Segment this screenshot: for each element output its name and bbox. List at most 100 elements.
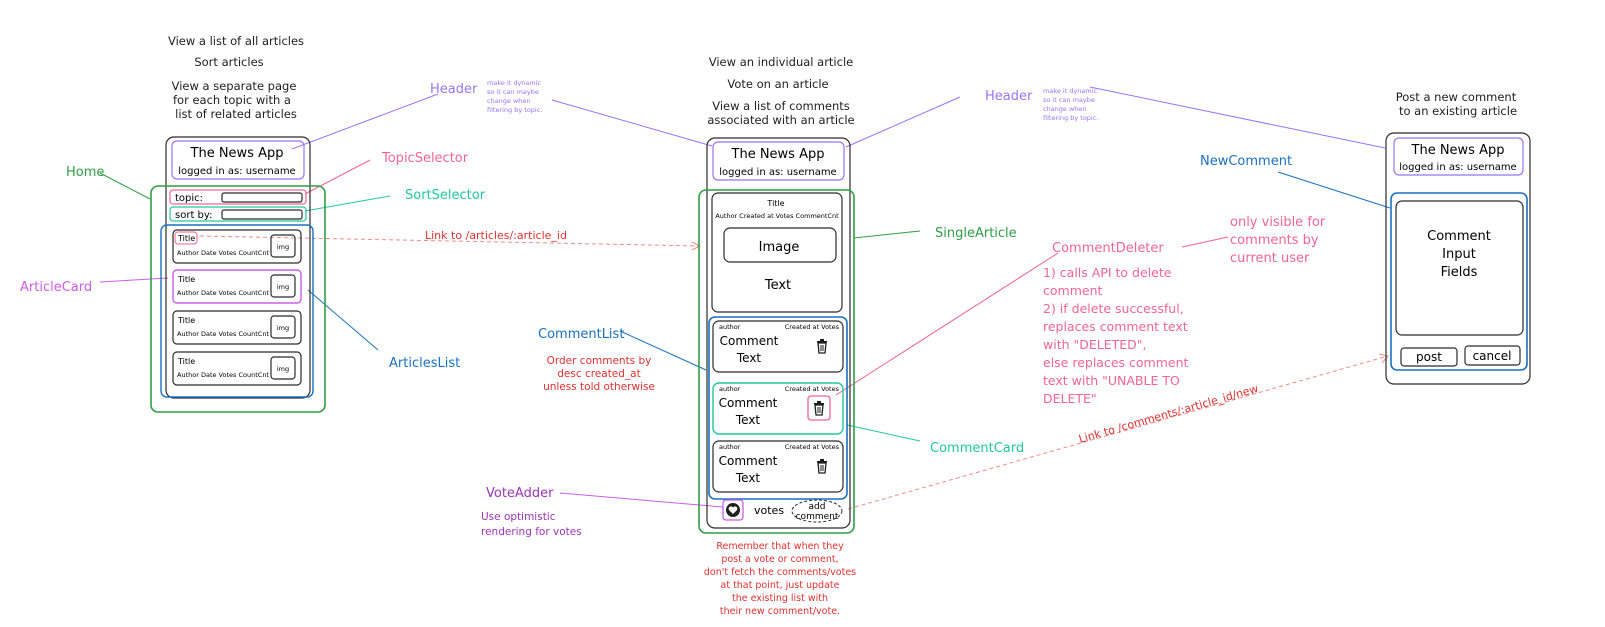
article-card-meta: Author Date Votes CountCnt (177, 330, 269, 338)
single-article-connector (853, 230, 921, 239)
single-article-text: Text (764, 278, 791, 293)
article-card-title: Title (177, 275, 195, 284)
remember-note-line: the existing list with (732, 593, 828, 604)
trash-icon[interactable] (814, 401, 824, 416)
sort-selector-box[interactable] (169, 206, 307, 222)
remember-note: Remember that when they post a vote or c… (704, 541, 856, 617)
new-comment-header-title: The News App (1411, 143, 1505, 158)
article-card-frame[interactable] (172, 229, 302, 264)
comment-card-line-2: Text (736, 351, 762, 365)
comment-deleter-note-line: text with "UNABLE TO (1043, 373, 1180, 388)
comment-deleter-note-line: else replaces comment (1043, 355, 1188, 370)
article-note-4: associated with an article (707, 113, 854, 127)
comment-list-box (708, 316, 848, 500)
comment-card-author: author (719, 323, 741, 331)
article-note-3: View a list of comments (712, 99, 850, 113)
home-phone: The News App logged in as: username topi… (150, 136, 326, 413)
article-card-title: Title (177, 357, 195, 366)
article-card-frame[interactable] (172, 310, 302, 345)
cancel-button-label: cancel (1473, 349, 1512, 363)
home-note-4: for each topic with a (173, 93, 291, 107)
article-card-img-label: img (277, 283, 289, 291)
article-card-img (270, 356, 296, 380)
only-visible-note: only visible for comments by current use… (1230, 215, 1326, 266)
single-article-title: Title (766, 199, 784, 208)
label-single-article: SingleArticle (935, 226, 1017, 241)
article-card-meta: Author Date Votes CountCnt (177, 289, 269, 297)
header-2-connector-right (1089, 86, 1386, 149)
trash-icon[interactable] (817, 459, 827, 474)
header-2-note: make it dynamic so it can maybe change w… (1043, 87, 1098, 122)
connector-lines (99, 86, 1391, 510)
comment-list-note-line: desc created_at (557, 368, 641, 380)
article-notes: View an individual article Vote on an ar… (707, 55, 854, 127)
label-header-1: Header (430, 82, 478, 97)
comment-card-line-1: Comment (719, 454, 778, 468)
post-button-label: post (1416, 350, 1442, 364)
only-visible-note-line: current user (1230, 251, 1310, 266)
article-card[interactable]: Title Author Date Votes CountCnt img (172, 351, 302, 386)
home-note-1: View a list of all articles (168, 34, 304, 48)
topic-selector-connector (304, 159, 371, 195)
heart-icon[interactable] (728, 506, 738, 514)
label-article-card: ArticleCard (20, 280, 92, 295)
remember-note-line: Remember that when they (716, 541, 844, 552)
header-1-note-line: so it can maybe (487, 88, 539, 96)
single-article-meta: Author Created at Votes CommentCnt (715, 212, 839, 220)
article-card-img (270, 234, 296, 258)
sort-dropdown[interactable] (221, 209, 303, 220)
new-comment-phone-frame (1385, 132, 1531, 385)
article-card[interactable]: Title Author Date Votes CountCnt img (172, 269, 302, 304)
home-header-box (171, 140, 305, 180)
topic-selector-box[interactable] (169, 189, 307, 205)
link-comment-arrow (847, 355, 1389, 510)
article-card-frame[interactable] (172, 269, 302, 304)
label-new-comment: NewComment (1200, 154, 1292, 169)
link-comment-arrowhead (1378, 353, 1389, 364)
vote-adder-connector (559, 492, 724, 508)
article-card[interactable]: Title Author Date Votes CountCnt img (172, 310, 302, 345)
article-header-box (712, 141, 845, 181)
header-1-connector-right (551, 99, 713, 147)
only-visible-note-line: only visible for (1230, 215, 1326, 230)
cancel-button[interactable] (1464, 345, 1521, 366)
add-comment-button[interactable] (791, 499, 843, 523)
label-sort-selector: SortSelector (405, 188, 486, 203)
article-card-img (270, 274, 296, 298)
vote-adder-note-line: rendering for votes (481, 526, 582, 538)
article-note-1: View an individual article (709, 55, 853, 69)
label-home: Home (66, 165, 104, 180)
header-1-note: make it dynamic so it can maybe change w… (487, 79, 542, 114)
home-header-title: The News App (190, 146, 284, 161)
label-articles-list: ArticlesList (389, 356, 460, 371)
topic-dropdown[interactable] (221, 192, 303, 203)
label-header-2: Header (985, 89, 1033, 104)
single-article-box (711, 192, 843, 313)
home-note-5: list of related articles (175, 107, 297, 121)
comment-note-2: to an existing article (1399, 104, 1517, 118)
trash-icon[interactable] (817, 339, 827, 354)
comment-card-author: author (719, 385, 741, 393)
vote-adder-box[interactable] (722, 499, 744, 521)
header-1-connector (291, 93, 439, 150)
comment-input-fields[interactable] (1395, 200, 1524, 336)
header-1-note-line: make it dynamic (487, 79, 542, 87)
article-card-title: Title (177, 316, 195, 325)
post-button[interactable] (1400, 347, 1458, 367)
comment-list-note-line: Order comments by (547, 355, 652, 367)
header-2-note-line: make it dynamic (1043, 87, 1098, 95)
comment-deleter-box[interactable] (807, 395, 831, 421)
article-card-frame[interactable] (172, 351, 302, 386)
article-card-img-label: img (277, 365, 289, 373)
header-2-note-line: change when (1043, 105, 1087, 113)
single-article-image-box (723, 227, 837, 263)
article-card-img (270, 315, 296, 339)
article-card[interactable]: Title Author Date Votes CountCnt img (172, 229, 302, 264)
sort-selector-connector (304, 195, 391, 212)
remember-note-line: don't fetch the comments/votes (704, 567, 856, 578)
article-green-box (698, 189, 855, 534)
articles-list-box (160, 224, 314, 398)
home-phone-frame (165, 136, 311, 399)
label-comment-deleter: CommentDeleter (1052, 241, 1164, 256)
